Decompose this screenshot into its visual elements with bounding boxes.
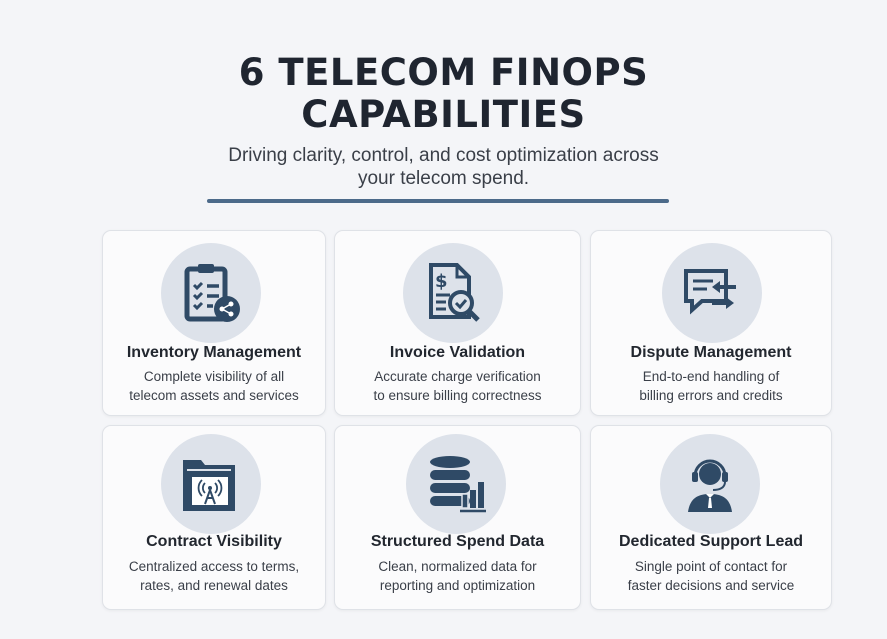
card-description: Single point of contact for faster decisi…: [591, 557, 831, 595]
svg-text:$: $: [435, 271, 448, 292]
desc-line: End-to-end handling of: [642, 369, 780, 384]
subtitle-line-1: Driving clarity, control, and cost optim…: [228, 145, 659, 166]
subtitle-line-2: your telecom spend.: [357, 168, 530, 189]
desc-line: Single point of contact for: [634, 559, 788, 574]
desc-line: Centralized access to terms,: [128, 559, 300, 574]
subtitle: Driving clarity, control, and cost optim…: [180, 144, 707, 190]
database-bar-chart-icon: [406, 434, 506, 534]
card-title: Structured Spend Data: [370, 533, 545, 550]
card-description: End-to-end handling of billing errors and…: [591, 367, 831, 405]
support-agent-headset-icon: [660, 434, 760, 534]
card-description: Accurate charge verification to ensure bi…: [335, 367, 580, 405]
invoice-magnifier-check-icon: $: [403, 243, 503, 343]
card-dedicated-support-lead: Dedicated Support Lead Single point of c…: [590, 425, 832, 610]
card-title: Dedicated Support Lead: [618, 533, 804, 550]
title-line-1: 6 TELECOM FINOPS: [238, 51, 649, 94]
card-title: Inventory Management: [126, 344, 302, 361]
card-invoice-validation: $ Invoice Validation Accurate charge ver…: [334, 230, 581, 416]
desc-line: rates, and renewal dates: [140, 578, 288, 593]
desc-line: reporting and optimization: [379, 578, 536, 593]
chat-arrows-exchange-icon: [662, 243, 762, 343]
desc-line: to ensure billing correctness: [373, 388, 542, 403]
desc-line: faster decisions and service: [627, 578, 795, 593]
desc-line: Accurate charge verification: [374, 369, 541, 384]
desc-line: telecom assets and services: [129, 388, 299, 403]
card-description: Complete visibility of all telecom assets…: [103, 367, 325, 405]
card-description: Clean, normalized data for reporting and …: [335, 557, 580, 595]
card-dispute-management: Dispute Management End-to-end handling o…: [590, 230, 832, 416]
divider-rule: [207, 199, 669, 203]
card-title: Contract Visibility: [146, 533, 282, 550]
card-contract-visibility: Contract Visibility Centralized access t…: [102, 425, 326, 610]
card-description: Centralized access to terms, rates, and r…: [103, 557, 325, 595]
clipboard-checklist-share-icon: [161, 243, 261, 343]
desc-line: Clean, normalized data for: [378, 559, 537, 574]
card-title: Dispute Management: [630, 344, 792, 361]
desc-line: Complete visibility of all: [143, 369, 285, 384]
folder-antenna-icon: [161, 434, 261, 534]
desc-line: billing errors and credits: [639, 388, 783, 403]
card-inventory-management: Inventory Management Complete visibility…: [102, 230, 326, 416]
page-title: 6 TELECOM FINOPS CAPABILITIES: [0, 52, 887, 136]
card-title: Invoice Validation: [389, 344, 526, 361]
title-line-2: CAPABILITIES: [301, 93, 586, 136]
card-structured-spend-data: Structured Spend Data Clean, normalized …: [334, 425, 581, 610]
